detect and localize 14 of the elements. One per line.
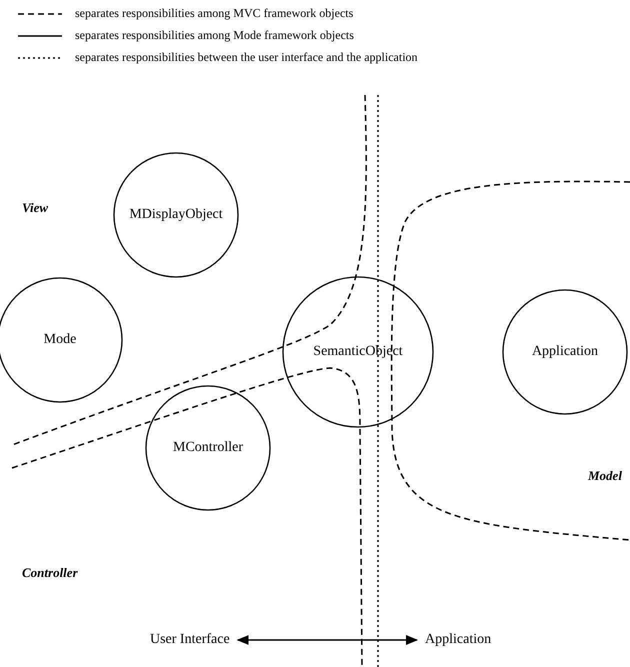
- region-label: View: [22, 200, 48, 216]
- double-arrow: [236, 635, 418, 645]
- circle-label: Mode: [44, 332, 76, 348]
- region-label: Controller: [22, 565, 78, 581]
- circle-label: MDisplayObject: [129, 207, 223, 223]
- region-label: Model: [588, 468, 622, 484]
- legend-text: separates responsibilities among Mode framework objects: [75, 28, 354, 43]
- side-label: Application: [425, 632, 492, 648]
- side-label: User Interface: [150, 632, 230, 648]
- circle-label: MController: [173, 440, 243, 456]
- legend-text: separates responsibilities among MVC framework objects: [75, 6, 354, 21]
- circle-label: Application: [532, 344, 598, 360]
- circle-label: SemanticObject: [313, 344, 403, 360]
- legend-text: separates responsibilities between the user interface and the application: [75, 50, 418, 65]
